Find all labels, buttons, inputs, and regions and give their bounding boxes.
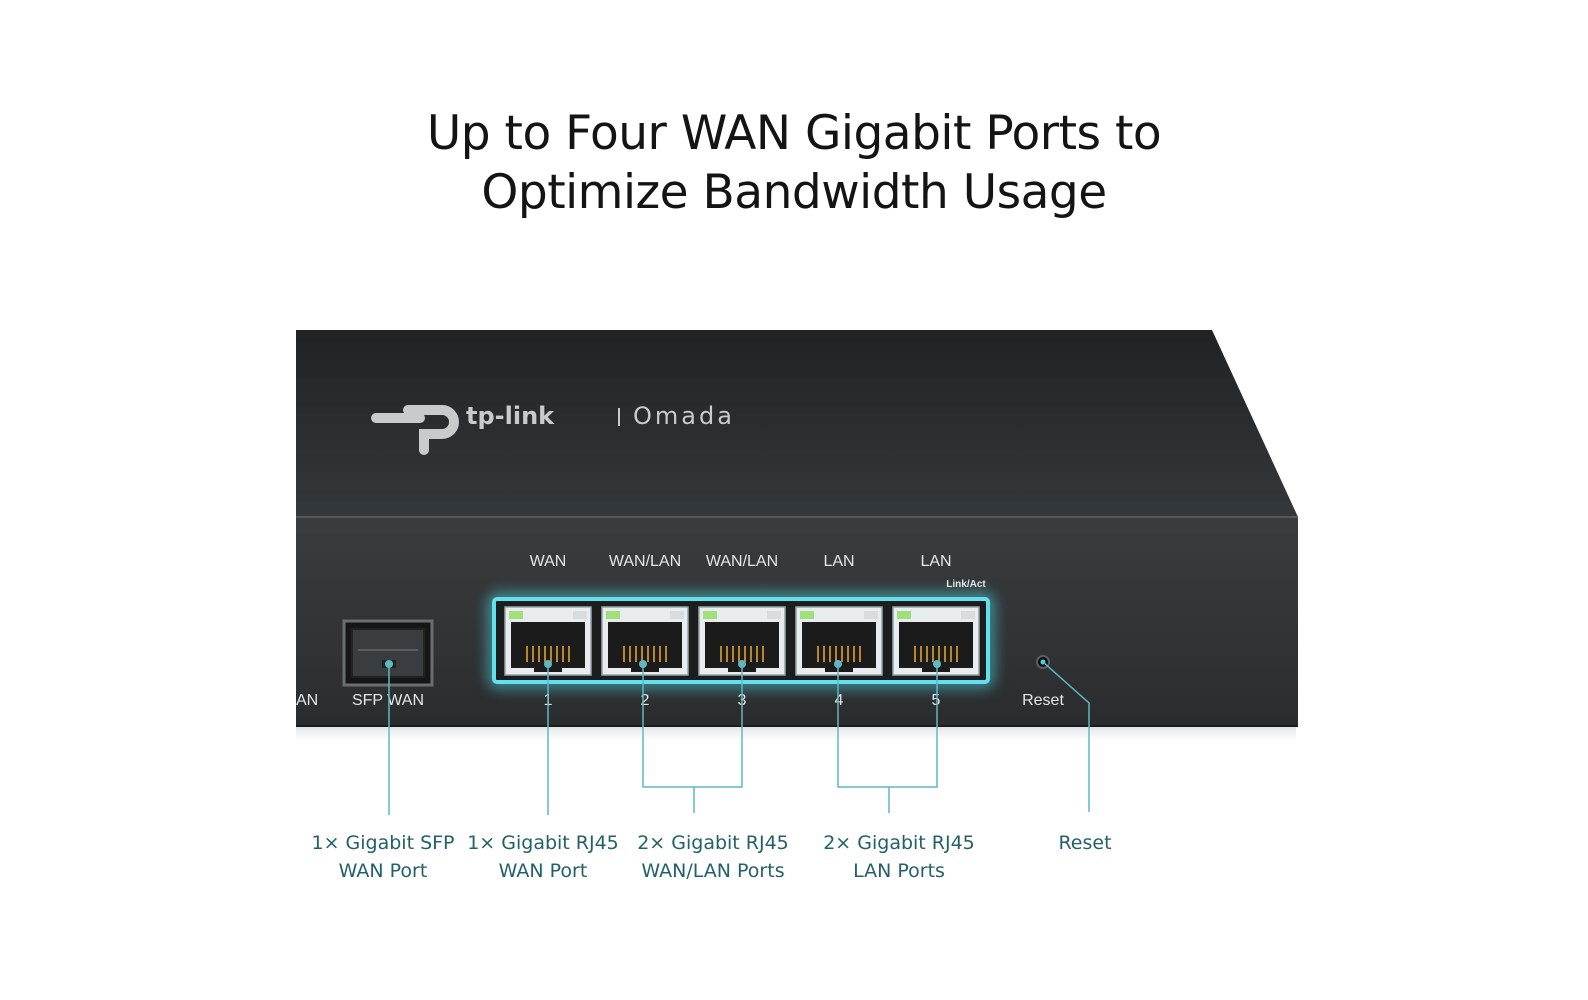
callout-rj45-lan: 2× Gigabit RJ45 LAN Ports [789, 829, 1009, 885]
sfp-wan-label: SFP WAN [352, 692, 424, 709]
callout-reset-line-1: Reset [1058, 832, 1112, 854]
brand-name: tp-link [466, 402, 555, 430]
leader-reset [1042, 661, 1090, 812]
callout-rj45-wan-lan: 2× Gigabit RJ45 WAN/LAN Ports [603, 829, 823, 885]
callout-reset: Reset [975, 829, 1195, 857]
port-led-left [606, 611, 620, 619]
callout-sfp-wan-line-2: WAN Port [338, 860, 428, 882]
port-top-label: WAN [530, 553, 567, 570]
port-led-left [509, 611, 523, 619]
chassis-top [296, 330, 1298, 517]
rj45-port-4: LAN 4 [795, 553, 883, 709]
port-led-right [573, 611, 587, 619]
cut-off-wan-label: AN [296, 692, 318, 709]
rj45-port-socket [511, 622, 585, 672]
link-act-label: Link/Act [946, 579, 986, 590]
leader-ports-4-5 [837, 664, 938, 788]
reset-panel-label: Reset [1022, 692, 1064, 709]
port-top-label: WAN/LAN [609, 553, 681, 570]
rj45-port-socket [899, 622, 973, 672]
rj45-port-socket [608, 622, 682, 672]
rj45-port-socket [802, 622, 876, 672]
callout-rj45-wan-lan-line-1: 2× Gigabit RJ45 [637, 832, 789, 854]
port-led-right [864, 611, 878, 619]
callout-rj45-wan-line-2: WAN Port [498, 860, 588, 882]
port-number: 4 [835, 692, 844, 709]
leader-dots [385, 660, 941, 668]
port-number: 5 [932, 692, 941, 709]
callout-rj45-lan-line-2: LAN Ports [853, 860, 945, 882]
port-led-left [703, 611, 717, 619]
callout-rj45-wan: 1× Gigabit RJ45 WAN Port [433, 829, 653, 885]
port-led-right [961, 611, 975, 619]
headline: Up to Four WAN Gigabit Ports to Optimize… [0, 104, 1588, 222]
headline-line-1: Up to Four WAN Gigabit Ports to [426, 106, 1162, 161]
port-top-label: LAN [920, 553, 951, 570]
tp-link-logo: tp-link Omada [371, 402, 735, 455]
port-number: 2 [641, 692, 650, 709]
callout-rj45-wan-line-1: 1× Gigabit RJ45 [467, 832, 619, 854]
callout-sfp-wan-line-1: 1× Gigabit SFP [311, 832, 455, 854]
callout-sfp-wan: 1× Gigabit SFP WAN Port [273, 829, 493, 885]
port-led-left [897, 611, 911, 619]
port-led-right [670, 611, 684, 619]
product-line-name: Omada [633, 402, 735, 430]
port-top-label: WAN/LAN [706, 553, 778, 570]
sfp-port [342, 619, 434, 687]
callout-rj45-wan-lan-line-2: WAN/LAN Ports [641, 860, 785, 882]
port-led-left [800, 611, 814, 619]
headline-line-2: Optimize Bandwidth Usage [481, 165, 1107, 220]
port-led-right [767, 611, 781, 619]
leader-ports-2-3 [642, 664, 743, 788]
leader-lines [388, 661, 1090, 815]
rj45-port-5: LAN 5 [892, 553, 980, 709]
callout-rj45-lan-line-1: 2× Gigabit RJ45 [823, 832, 975, 854]
rj45-port-socket [705, 622, 779, 672]
port-top-label: LAN [823, 553, 854, 570]
